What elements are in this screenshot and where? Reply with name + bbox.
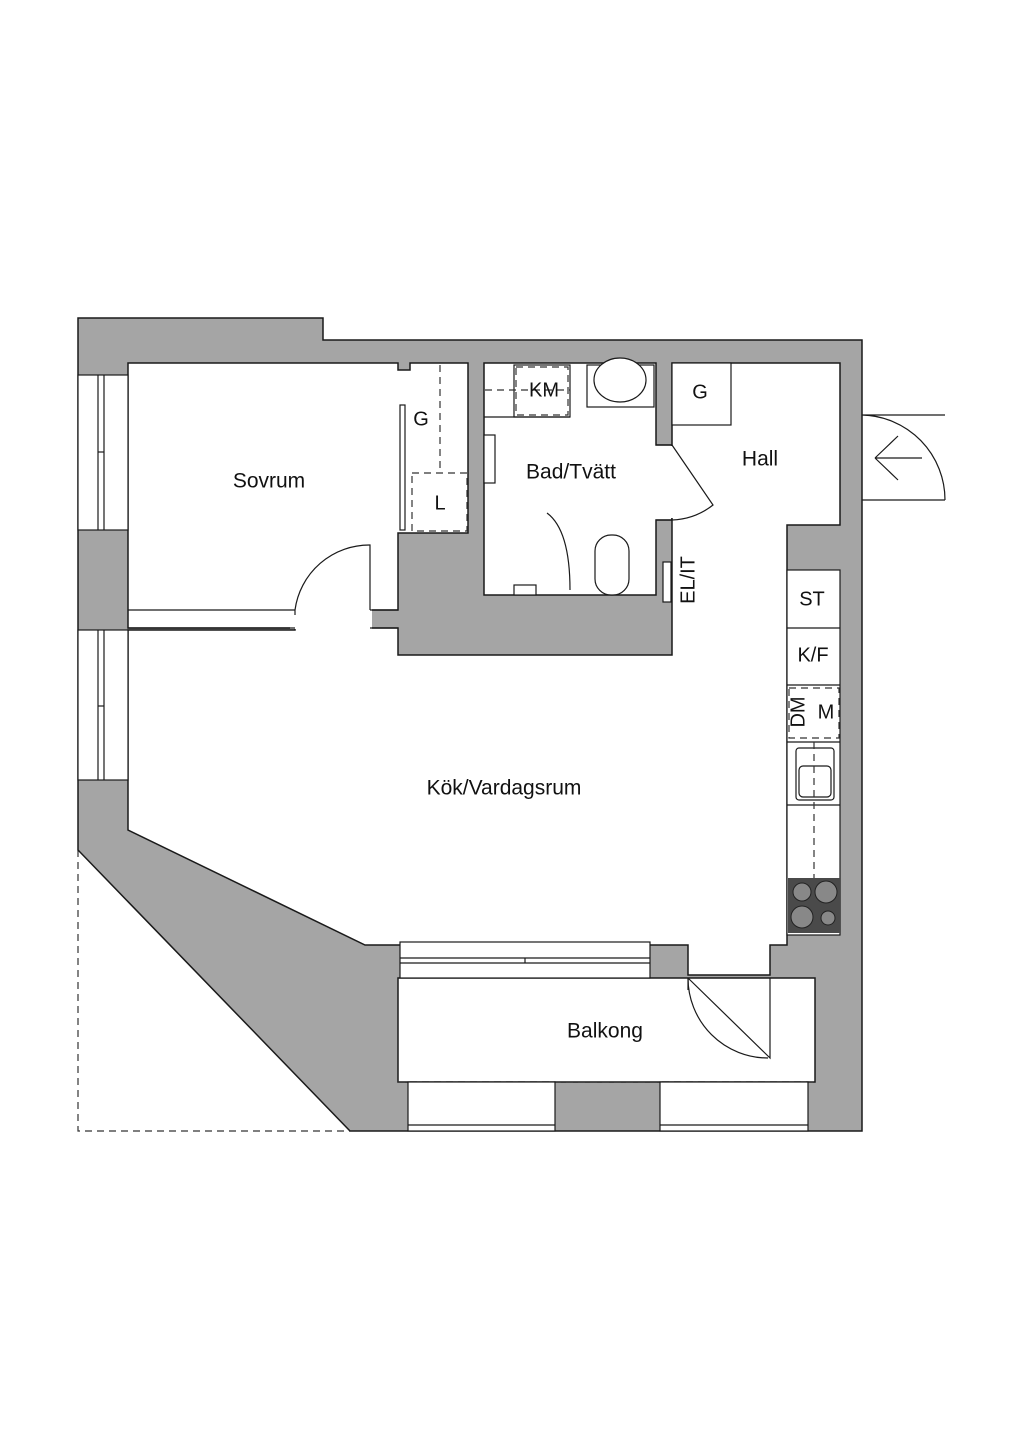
label-st: ST	[799, 588, 825, 610]
label-bad-tvatt: Bad/Tvätt	[526, 461, 616, 484]
dishwasher-microwave	[788, 687, 840, 739]
kitchen-sink-basin	[798, 765, 832, 798]
label-g-sovrum: G	[413, 408, 429, 430]
wardrobe-door	[399, 404, 406, 531]
label-l: L	[434, 492, 445, 514]
label-g-hall: G	[692, 381, 708, 403]
window-living-left	[77, 629, 129, 781]
room-balkong	[397, 977, 816, 1083]
door-balkong[interactable]	[687, 977, 771, 1060]
label-sovrum: Sovrum	[233, 470, 305, 493]
label-km: KM	[529, 379, 559, 401]
footprint-dashed-line	[77, 850, 350, 1132]
sink-basin	[593, 357, 647, 403]
washing-machine-outline	[515, 366, 569, 416]
sovrum-door-opening	[290, 609, 372, 629]
entrance-arrow-icon	[874, 435, 922, 481]
door-entry[interactable]	[861, 414, 946, 501]
bad-door-opening	[650, 446, 680, 518]
label-balkong: Balkong	[567, 1020, 643, 1043]
stove	[788, 878, 840, 933]
electrical-cabinet	[662, 561, 672, 603]
label-dm: DM	[787, 696, 809, 727]
faucet	[513, 584, 537, 596]
shower-hose	[546, 512, 571, 591]
balcony-railing-left	[407, 1081, 556, 1132]
label-hall: Hall	[742, 448, 778, 471]
toilet	[594, 534, 630, 596]
hall-wardrobe	[671, 362, 732, 426]
label-el-it: EL/IT	[677, 556, 699, 604]
door-sovrum[interactable]	[294, 544, 371, 615]
window-sovrum	[77, 374, 129, 531]
label-kok-vardagsrum: Kök/Vardagsrum	[427, 777, 582, 800]
label-m: M	[818, 701, 835, 723]
window-living-bottom	[399, 941, 651, 979]
radiator	[483, 434, 496, 484]
balcony-railing-right	[659, 1081, 809, 1132]
linen-cabinet	[411, 472, 468, 532]
door-bad[interactable]	[671, 444, 714, 521]
label-kf: K/F	[797, 644, 828, 666]
